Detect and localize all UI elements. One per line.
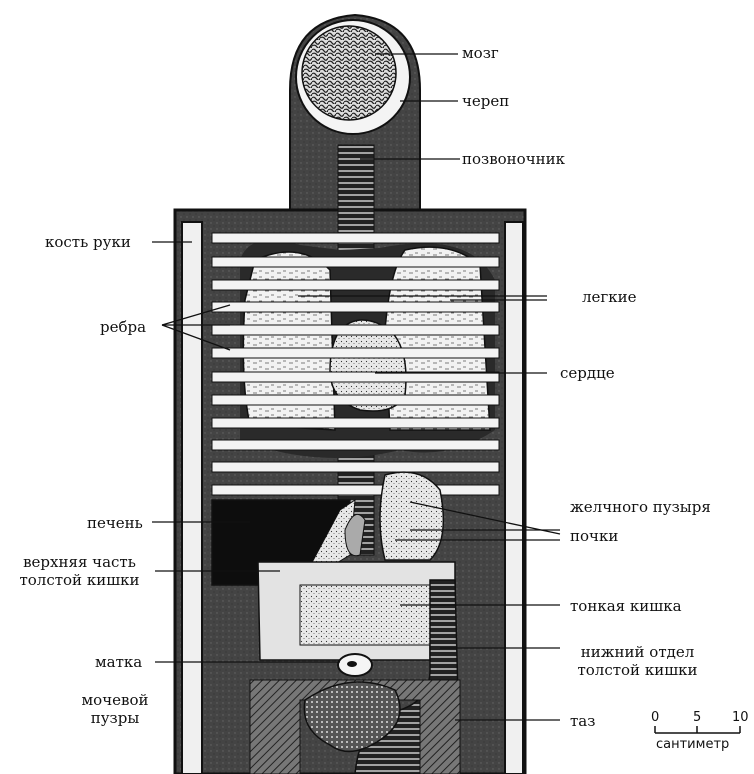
label-uterus: матка — [95, 653, 142, 671]
label-lower-colon-line2: толстой кишки — [565, 661, 710, 679]
rib-2 — [212, 257, 499, 267]
label-lower-colon-line1: нижний отдел — [565, 643, 710, 661]
label-heart: сердце — [560, 364, 615, 382]
rib-3 — [212, 280, 499, 290]
label-lungs: легкие — [582, 288, 637, 306]
label-skull: череп — [462, 92, 509, 110]
scale-tick-0: 0 — [651, 710, 659, 725]
scale-tick-5: 5 — [693, 710, 701, 725]
rib-4 — [212, 302, 499, 312]
rib-5 — [212, 325, 499, 335]
rib-9 — [212, 418, 499, 428]
label-small-intestine: тонкая кишка — [570, 597, 682, 615]
label-gallbladder: желчного пузыря — [570, 498, 711, 516]
label-bladder-line1: мочевой — [70, 691, 160, 709]
scale-bar — [655, 726, 740, 733]
rib-1 — [212, 233, 499, 243]
scale-tick-10: 10 — [732, 710, 749, 725]
label-kidneys: почки — [570, 527, 618, 545]
kidney — [380, 472, 443, 560]
uterus-center — [347, 661, 357, 667]
label-upper-colon-line1: верхняя часть — [7, 553, 152, 571]
label-upper-colon-line2: толстой кишки — [7, 571, 152, 589]
small-intestine — [300, 585, 430, 645]
label-brain: мозг — [462, 44, 499, 62]
label-pelvis: таз — [570, 712, 595, 730]
label-spine: позвоночник — [462, 150, 565, 168]
label-lower-colon: нижний отдел толстой кишки — [565, 643, 710, 679]
label-arm-bone: кость руки — [45, 233, 131, 251]
rib-10 — [212, 440, 499, 450]
brain — [302, 26, 396, 120]
label-bladder: мочевой пузры — [70, 691, 160, 727]
scale-unit: сантиметр — [656, 737, 729, 752]
label-upper-colon: верхняя часть толстой кишки — [7, 553, 152, 589]
label-ribs: ребра — [100, 318, 146, 336]
rib-6 — [212, 348, 499, 358]
rib-12 — [212, 485, 499, 495]
rib-8 — [212, 395, 499, 405]
left-arm-bone — [182, 222, 202, 774]
right-arm-bone — [505, 222, 523, 774]
label-bladder-line2: пузры — [70, 709, 160, 727]
rib-11 — [212, 462, 499, 472]
label-liver: печень — [87, 514, 143, 532]
